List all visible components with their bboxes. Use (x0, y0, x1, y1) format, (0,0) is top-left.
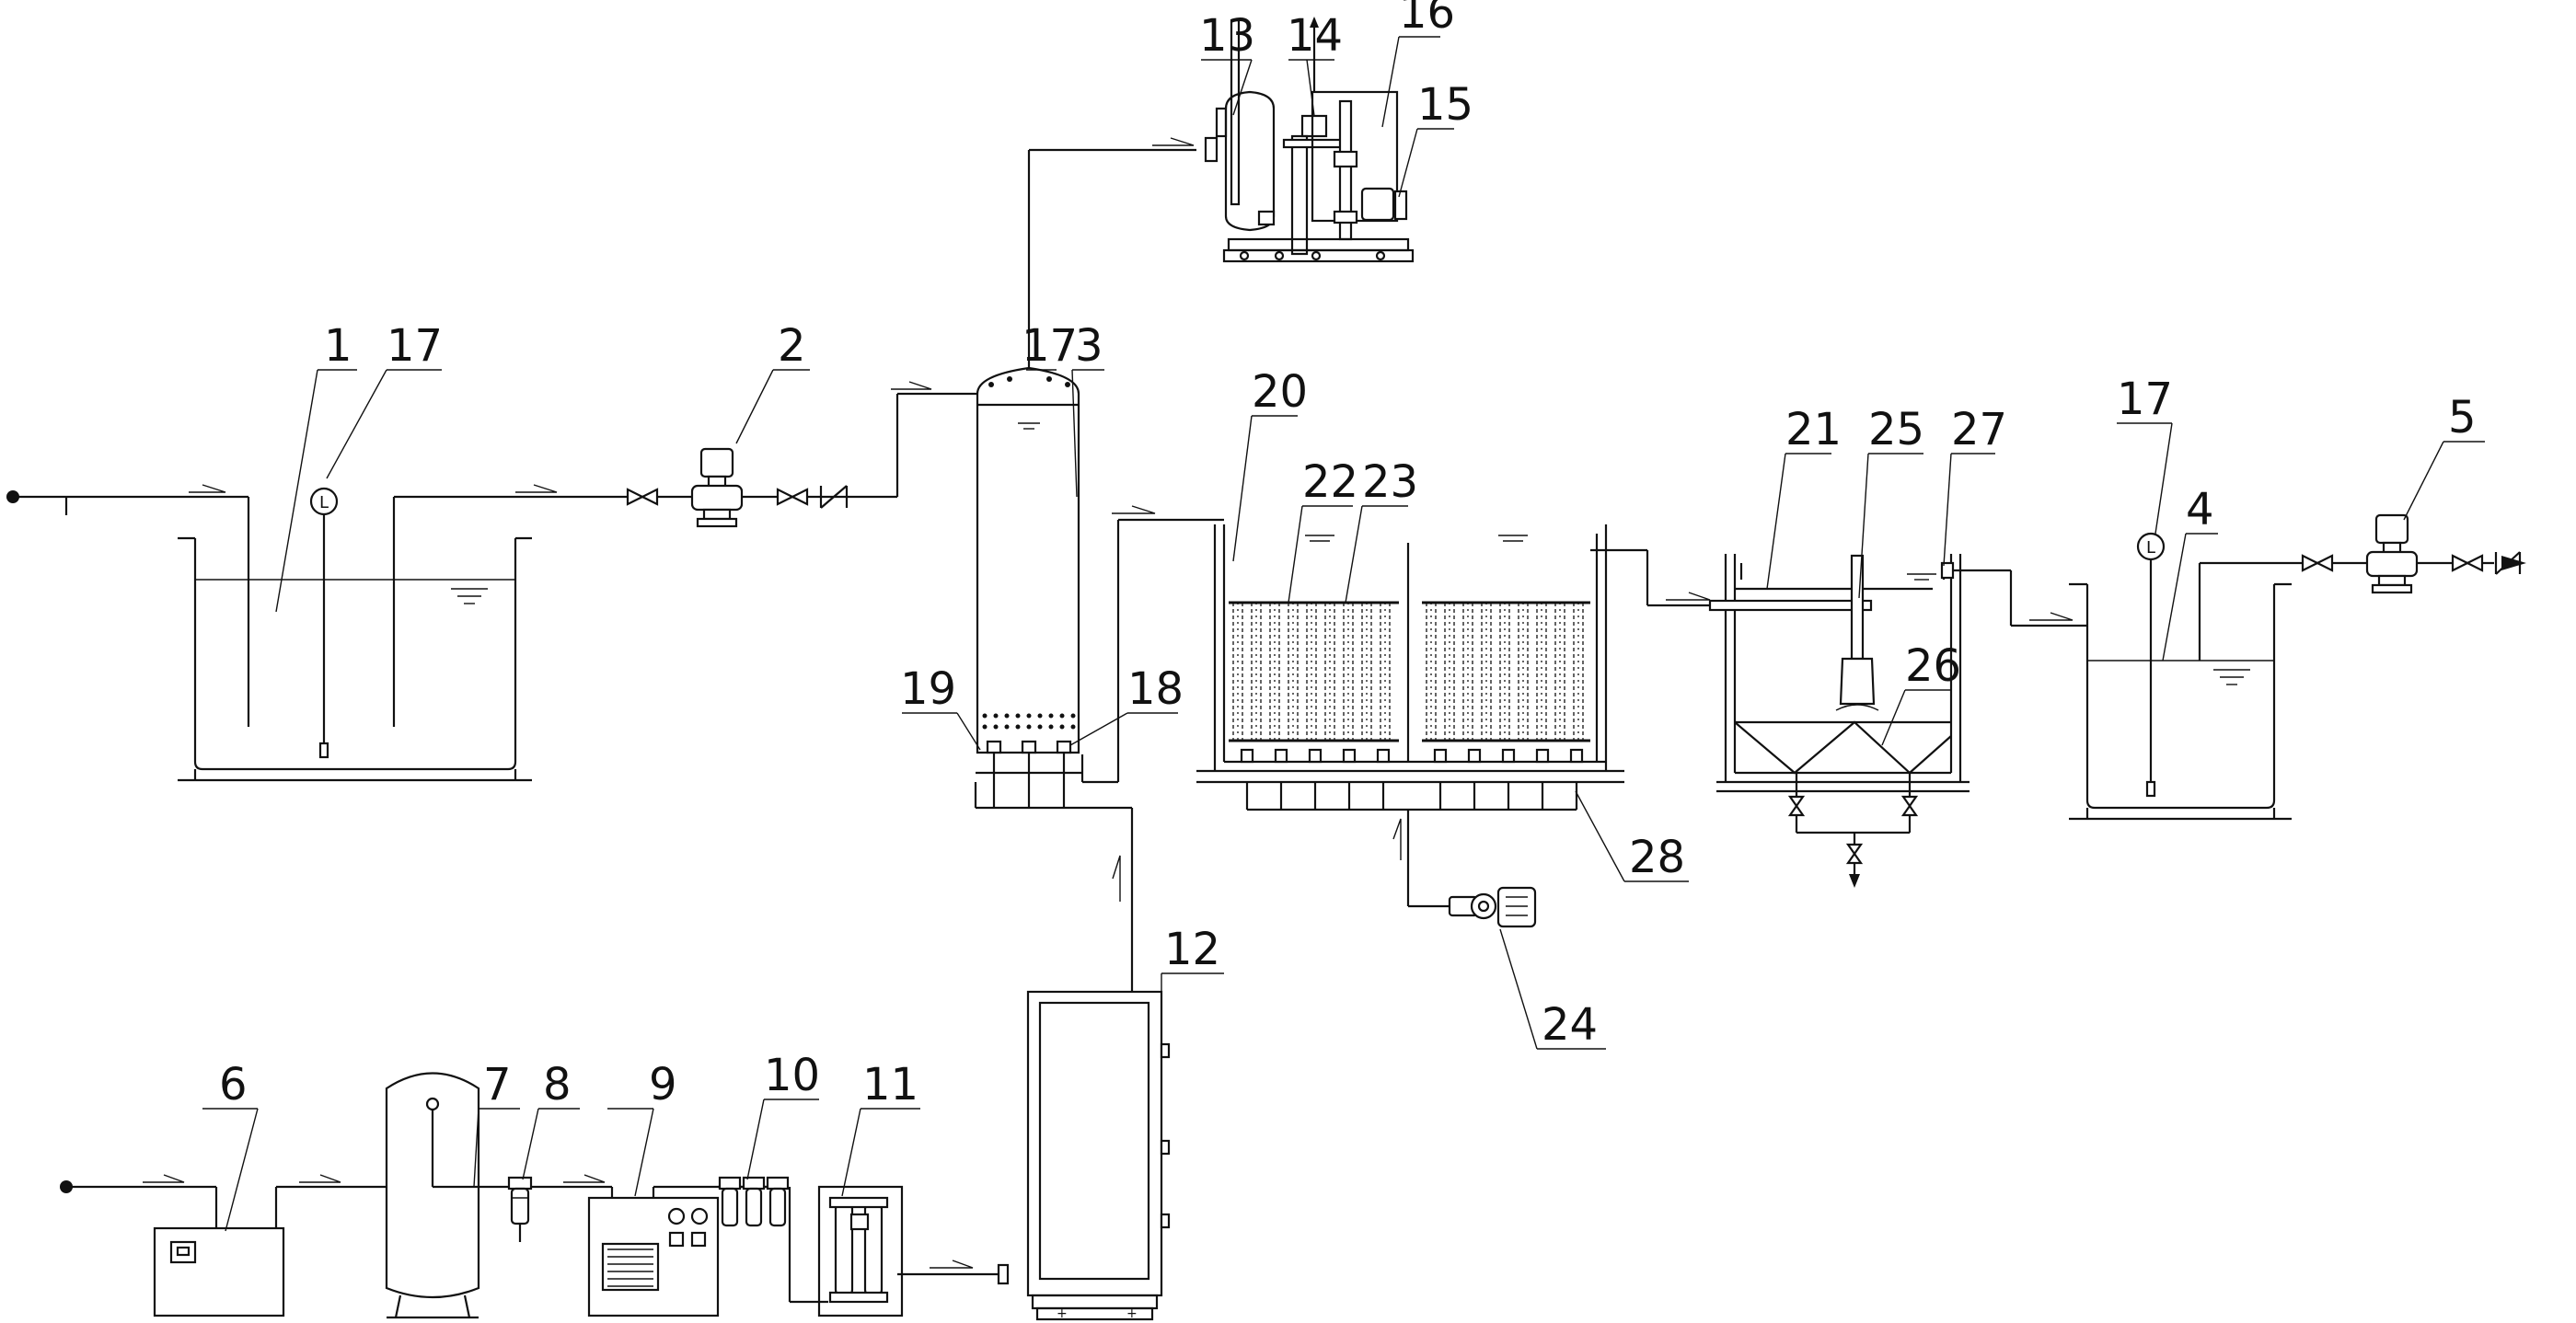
label-23: 22 (1302, 456, 1358, 508)
leader-lines (202, 36, 2485, 1232)
level-sensor-letter: L (2146, 538, 2155, 558)
valve-icon (776, 488, 809, 506)
label-17-tank-4: 17 (2117, 374, 2173, 425)
svg-text:+: + (1126, 1306, 1138, 1321)
level-sensor-tank-1: L (309, 487, 339, 759)
check-valve-icon (2494, 551, 2522, 575)
label-11: 11 (862, 1059, 918, 1110)
precision-filters (718, 1176, 790, 1227)
sedimentation-tank (1708, 554, 1970, 865)
filter-8 (507, 1176, 533, 1242)
label-28: 27 (1951, 404, 2007, 455)
pipelines (6, 148, 2526, 1304)
air-compressor (153, 1226, 285, 1317)
lift-pump-2 (626, 447, 849, 528)
diffuser-holes (982, 713, 1076, 730)
label-5: 5 (2448, 392, 2477, 443)
label-4: 4 (2186, 484, 2214, 535)
check-valve-icon (819, 485, 849, 509)
raw-water-tank (178, 536, 532, 782)
sludge-valve-icon (1787, 795, 1806, 817)
basin-aerators (1240, 748, 1584, 811)
label-29: 28 (1629, 832, 1685, 883)
label-17: 17 (387, 320, 443, 372)
ozone-generator: + + (997, 990, 1171, 1321)
media-zone-2 (1422, 601, 1590, 742)
sludge-valve-icon (1900, 795, 1919, 817)
ozone-contact-tower (974, 366, 1082, 808)
tower-diffusers (974, 740, 1082, 808)
label-9: 9 (649, 1059, 677, 1110)
label-18: 17 (1022, 320, 1078, 372)
valve-icon (2301, 554, 2334, 572)
label-13: 13 (1199, 10, 1255, 62)
media-zone-1 (1229, 601, 1399, 742)
label-2: 2 (778, 320, 806, 372)
level-sensor-tank-4: L (2136, 532, 2166, 798)
label-22: 21 (1785, 404, 1842, 455)
adsorption-dryer (817, 1185, 904, 1317)
label-19: 18 (1127, 663, 1184, 715)
label-27: 26 (1905, 640, 1961, 692)
label-24: 23 (1362, 456, 1418, 508)
level-sensor-letter: L (319, 493, 329, 512)
label-21: 20 (1252, 366, 1308, 418)
biological-basin (1196, 524, 1624, 811)
tail-gas-destructor (1204, 17, 1415, 263)
label-20: 19 (900, 663, 956, 715)
component-labels: 1 17 2 17 3 13 14 16 15 19 18 20 22 23 2… (219, 0, 2477, 1110)
discharge-pump-5 (2301, 513, 2522, 594)
svg-text:+: + (1057, 1306, 1068, 1321)
air-receiver (385, 1072, 480, 1319)
label-16: 16 (1399, 0, 1455, 39)
clear-water-tank (2069, 582, 2292, 821)
label-15: 15 (1417, 79, 1473, 131)
label-14: 14 (1287, 10, 1343, 62)
flow-arrows (143, 137, 2074, 1269)
label-6: 6 (219, 1059, 248, 1110)
label-25: 24 (1542, 999, 1598, 1051)
label-8: 8 (543, 1059, 572, 1110)
valve-icon (2451, 554, 2484, 572)
label-7: 7 (483, 1059, 512, 1110)
label-12: 12 (1164, 924, 1220, 975)
refrigerated-dryer (587, 1196, 720, 1317)
sludge-valve-icon (1845, 843, 1864, 865)
air-blower (1448, 886, 1537, 928)
valve-icon (626, 488, 659, 506)
label-26: 25 (1868, 404, 1924, 455)
label-1: 1 (324, 320, 352, 372)
label-3: 3 (1075, 320, 1103, 372)
label-10: 10 (764, 1050, 820, 1101)
